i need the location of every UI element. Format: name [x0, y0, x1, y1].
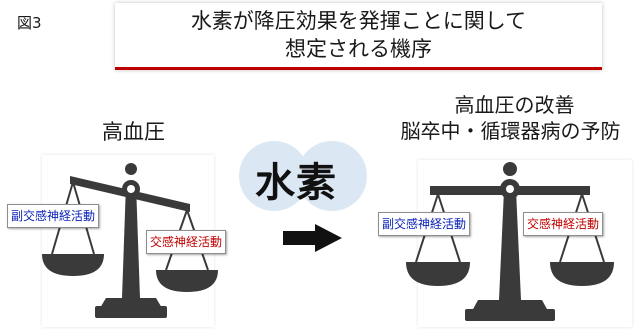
right-heading-line-2: 脳卒中・循環器病の予防: [400, 119, 621, 143]
figure-label: 図3: [17, 14, 42, 32]
hydrogen-label: 水素: [255, 160, 337, 206]
left-heading: 高血圧: [102, 120, 165, 144]
right-heading-line-1: 高血圧の改善: [454, 93, 575, 117]
title-line-2: 想定される機序: [285, 37, 432, 61]
right-heading: 高血圧の改善 脳卒中・循環器病の予防: [388, 92, 633, 144]
left-sympathetic-label: 交感神経活動: [146, 230, 227, 254]
left-parasympathetic-label: 副交感神経活動: [7, 204, 100, 228]
circle-left: [239, 141, 309, 211]
right-parasympathetic-label: 副交感神経活動: [378, 212, 471, 236]
title-box: 水素が降圧効果を発揮ことに関して 想定される機序: [115, 3, 602, 70]
circle-right: [297, 141, 367, 211]
right-sympathetic-label: 交感神経活動: [523, 212, 604, 236]
title-line-1: 水素が降圧効果を発揮ことに関して: [190, 9, 527, 33]
